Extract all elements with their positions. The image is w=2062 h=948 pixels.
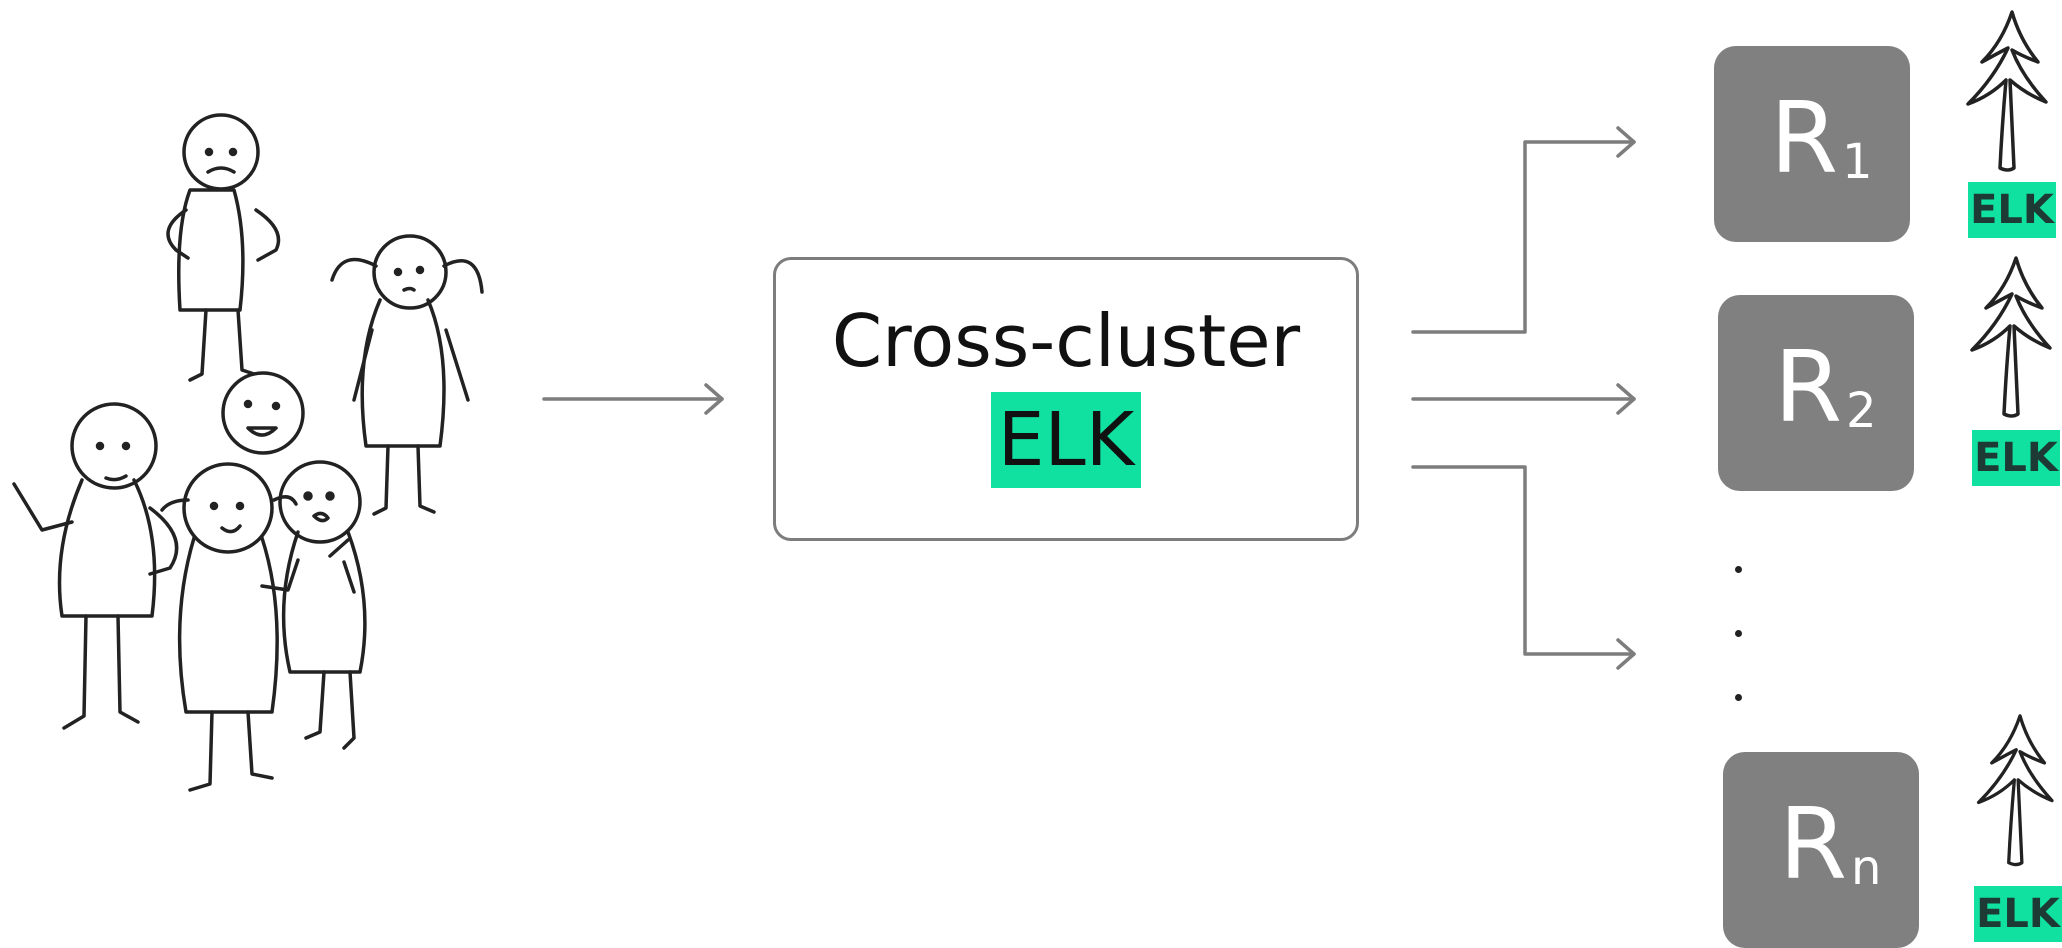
elk-tree-icon [1966,10,2048,172]
arrow-icon [1411,126,1636,334]
elk-tag: ELK [1968,182,2056,238]
cross-cluster-elk-highlight: ELK [991,392,1141,488]
remote-subscript: 2 [1846,383,1877,439]
ellipsis-dot [1735,694,1742,701]
remote-label: R [1774,331,1843,445]
remote-subscript: n [1851,840,1882,896]
ellipsis-dot [1735,566,1742,573]
cross-cluster-title: Cross-cluster [831,299,1301,383]
elk-tag: ELK [1972,430,2060,486]
arrow-icon [1411,383,1636,415]
remote-subscript: 1 [1842,134,1873,190]
elk-tree-icon [1976,714,2054,867]
elk-tag: ELK [1974,886,2062,942]
arrow-icon [1411,465,1636,670]
arrow-icon [542,383,724,415]
remote-cluster-box-1: R 1 [1714,46,1910,242]
remote-label: R [1779,788,1848,902]
stick-people-icon [12,113,484,792]
remote-cluster-box-2: R 2 [1718,295,1914,491]
remote-cluster-box-n: R n [1723,752,1919,948]
remote-label: R [1770,82,1839,196]
ellipsis-dot [1735,630,1742,637]
elk-tree-icon [1970,256,2052,418]
